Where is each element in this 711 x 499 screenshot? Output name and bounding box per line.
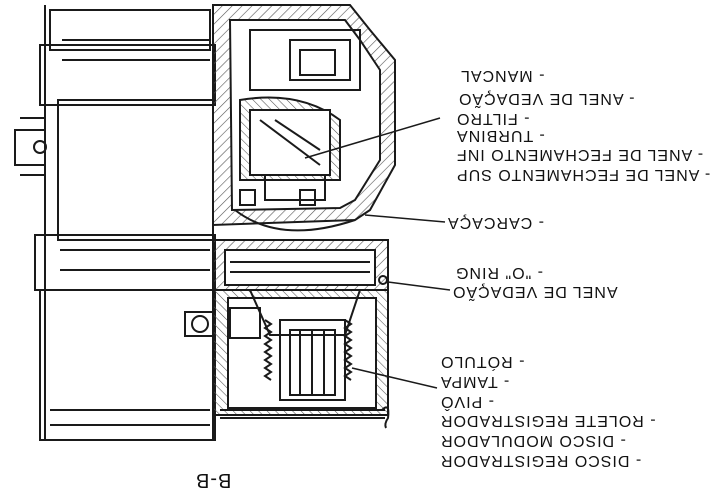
label-o-ring: - "O" RING <box>455 264 544 281</box>
label-anel-vedacao-mid: ANEL DE VEDAÇÃO <box>452 283 618 300</box>
label-carcaca: - CARCAÇA <box>447 214 545 231</box>
label-rotulo: - RÓTULO <box>440 353 525 370</box>
label-tampa: - TAMPA <box>440 373 510 390</box>
label-anel-vedacao-top: - ANEL DE VEDAÇÃO <box>458 90 635 107</box>
label-turbina: - TURBINA <box>456 127 545 144</box>
register-section <box>184 289 390 429</box>
label-pivo: - PIVÔ <box>440 393 495 410</box>
label-disco-modulador: - DISCO MODULADOR <box>440 432 626 449</box>
label-filtro: - FILTRO <box>456 110 530 127</box>
label-mancal: - MANCAL <box>460 67 545 84</box>
leader-lines <box>304 117 451 389</box>
label-disco-registrador: - DISCO REGISTRADOR <box>440 452 642 469</box>
section-label: B-B <box>195 469 232 491</box>
left-lug <box>14 117 47 176</box>
right-housing <box>212 4 396 232</box>
label-anel-fech-sup: - ANEL DE FECHAMENTO SUP <box>456 166 711 183</box>
label-rolete: - ROLETE REGISTRADOR <box>440 412 656 429</box>
label-anel-fech-inf: - ANEL DE FECHAMENTO INF <box>456 146 704 163</box>
